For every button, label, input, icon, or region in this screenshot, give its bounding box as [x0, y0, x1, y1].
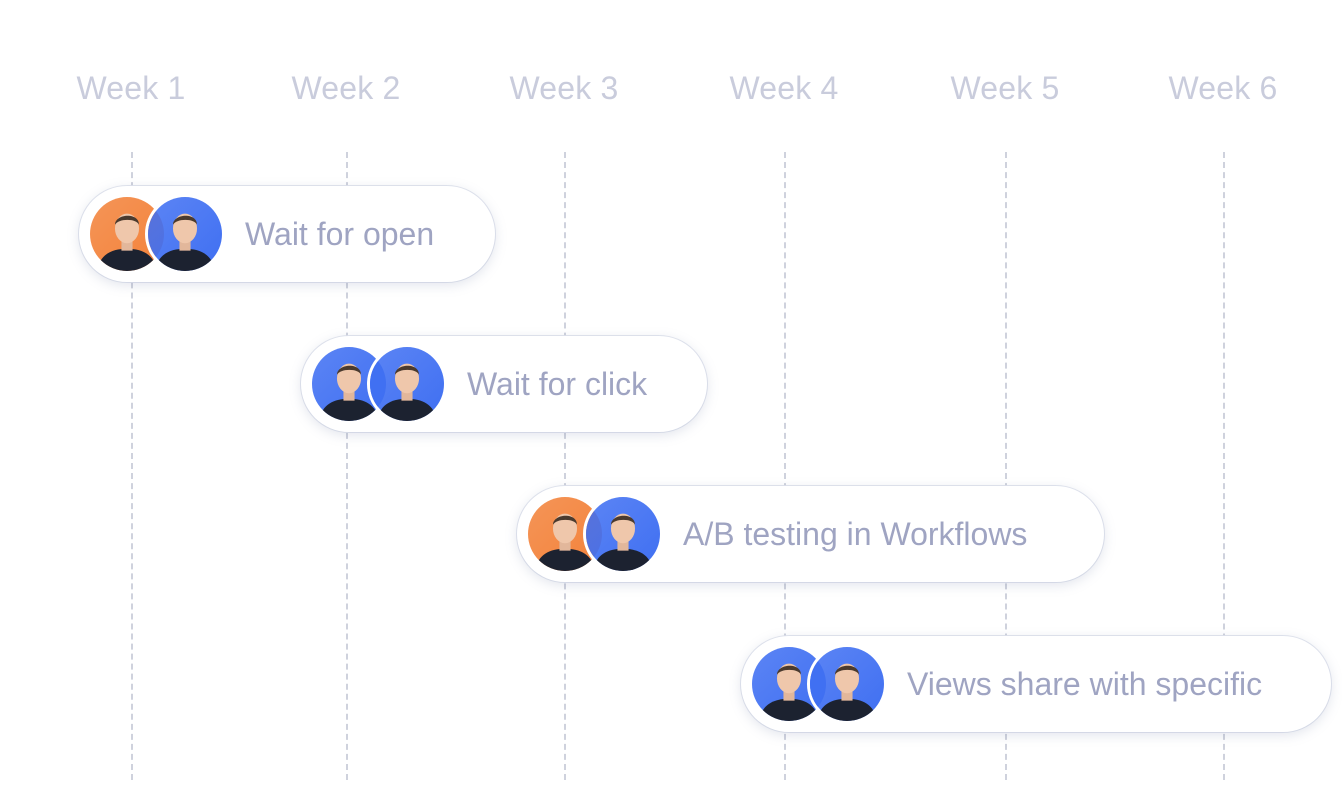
- task-views-share-with-specific[interactable]: Views share with specific: [741, 636, 1331, 732]
- week-3-label: Week 3: [509, 70, 619, 106]
- week-6-label: Week 6: [1168, 70, 1278, 106]
- task-label: Wait for click: [467, 365, 648, 402]
- avatar-group: [309, 344, 447, 424]
- week-6-gridline: [1223, 152, 1225, 780]
- week-4-label: Week 4: [729, 70, 839, 106]
- avatar-group: [525, 494, 663, 574]
- avatar: [367, 344, 447, 424]
- week-5-label: Week 5: [950, 70, 1060, 106]
- avatar-group: [87, 194, 225, 274]
- avatar: [583, 494, 663, 574]
- week-1-label: Week 1: [76, 70, 186, 106]
- avatar-group: [749, 644, 887, 724]
- week-2-gridline: [346, 152, 348, 780]
- week-2-label: Week 2: [291, 70, 401, 106]
- task-wait-for-open[interactable]: Wait for open: [79, 186, 495, 282]
- week-3-gridline: [564, 152, 566, 780]
- avatar: [807, 644, 887, 724]
- task-ab-testing-in-workflows[interactable]: A/B testing in Workflows: [517, 486, 1104, 582]
- avatar: [87, 194, 167, 274]
- task-wait-for-click[interactable]: Wait for click: [301, 336, 707, 432]
- task-label: Views share with specific: [907, 665, 1263, 702]
- week-5-gridline: [1005, 152, 1007, 780]
- week-1-gridline: [131, 152, 133, 780]
- week-4-gridline: [784, 152, 786, 780]
- task-label: A/B testing in Workflows: [683, 515, 1028, 552]
- avatar: [145, 194, 225, 274]
- task-label: Wait for open: [245, 215, 435, 252]
